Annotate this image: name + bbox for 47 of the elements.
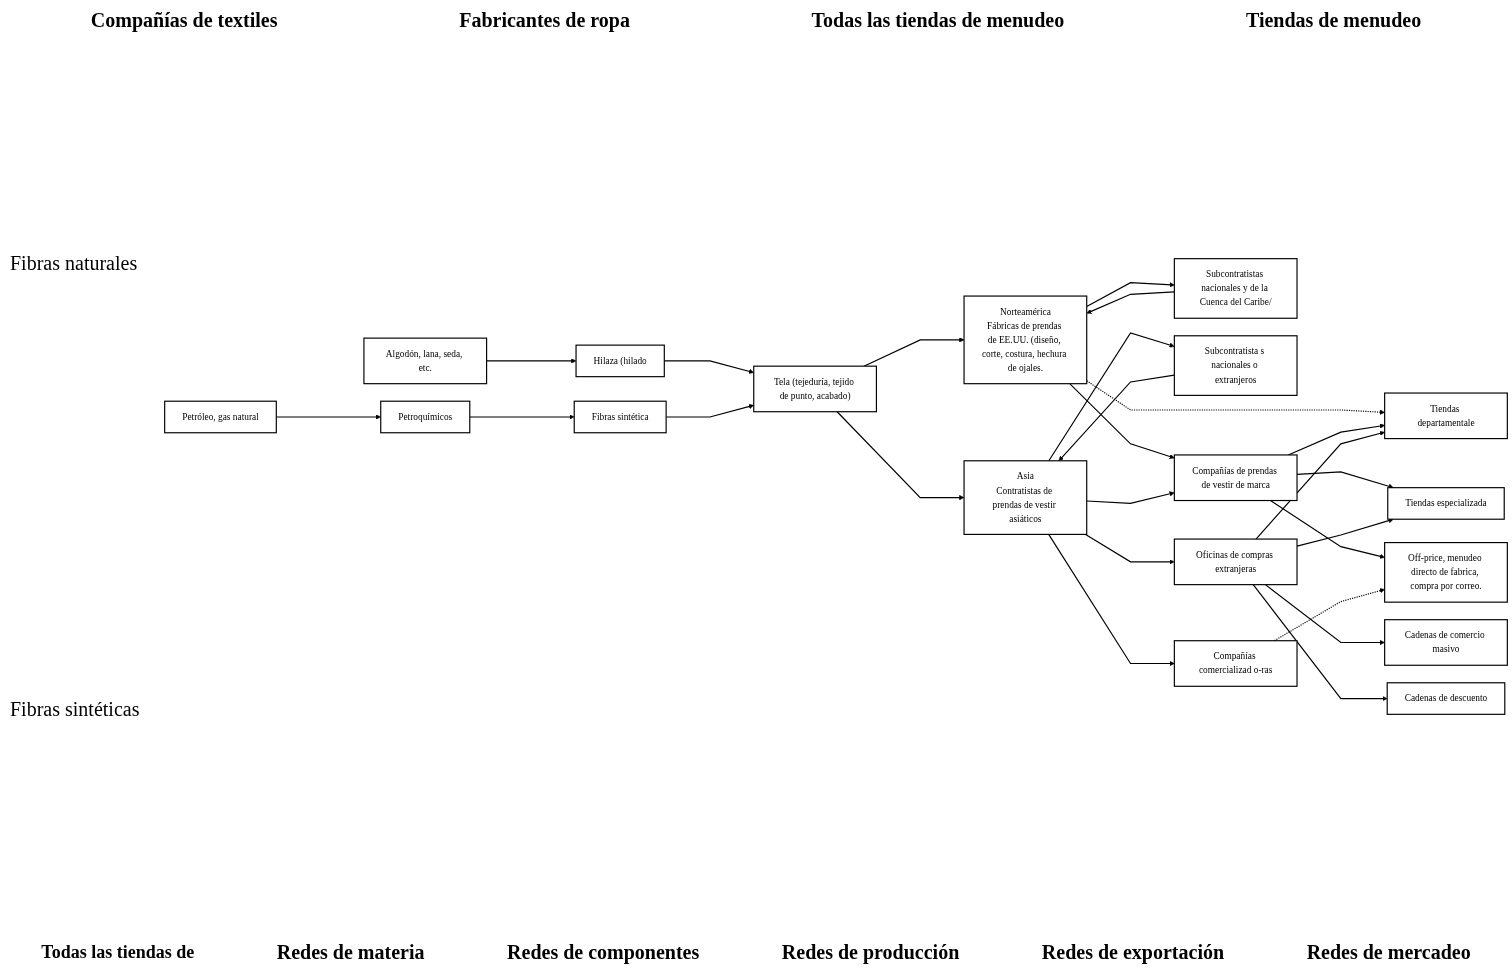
arrow: [1086, 379, 1385, 415]
arrow: [1086, 490, 1175, 504]
arrow: [1048, 331, 1175, 461]
arrow: [1264, 583, 1385, 645]
node-box: Asia Contratistas de prendas de vestir asiáticos: [963, 459, 1088, 535]
column-heading: Compañías de textiles: [90, 8, 278, 32]
column-footer: Redes de componentes: [507, 940, 700, 964]
arrow: [1255, 430, 1385, 540]
arrow: [1085, 533, 1175, 564]
node-box: Compañías de prendas de vestir de marca: [1173, 453, 1298, 501]
arrow: [1058, 374, 1175, 461]
column-footer: Redes de producción: [781, 940, 960, 964]
arrow: [1048, 533, 1175, 666]
node-box: Tiendas especializada: [1387, 486, 1505, 520]
node-box: Subcontratista s nacionales o extranjeros: [1173, 334, 1298, 396]
node-box: Hilaza (hilado: [575, 344, 665, 377]
node-box: Cadenas de comercio masivo: [1384, 618, 1508, 666]
arrow: [1269, 499, 1385, 559]
arrow: [1086, 290, 1175, 314]
node-box: Subcontratistas nacionales y de la Cuenca del Caribe/: [1173, 257, 1298, 319]
node-box: Off-price, menudeo directo de fabrica, compra por correo.: [1384, 541, 1508, 603]
arrow: [469, 413, 575, 420]
node-box: Petroquímicos: [380, 400, 471, 433]
node-box: Petróleo, gas natural: [164, 400, 277, 433]
column-footer: Redes de materia: [276, 940, 425, 964]
arrow: [1252, 583, 1388, 701]
node-box: Tela (tejeduría, tejido de punto, acabado): [753, 365, 877, 412]
column-heading: Todas las tiendas de menudeo: [811, 8, 1065, 32]
node-box: Cadenas de descuento: [1386, 681, 1506, 715]
node-box: Compañías comercializad o-ras: [1173, 639, 1298, 687]
node-box: Fibras sintética: [573, 400, 667, 433]
node-box: Tiendas departamentale: [1384, 391, 1508, 439]
arrow: [1069, 382, 1175, 459]
arrow: [836, 410, 965, 500]
column-footer: Redes de mercadeo: [1306, 940, 1471, 964]
arrow: [1086, 281, 1175, 307]
note-text: Todas las tiendas de: [41, 941, 195, 963]
node-box: Oficinas de compras extranjeras: [1173, 538, 1298, 585]
column-footer: Redes de exportación: [1041, 940, 1225, 964]
arrow: [486, 357, 577, 363]
arrow: [1273, 587, 1385, 641]
node-box: Algodón, lana, seda, etc.: [363, 337, 488, 384]
column-heading: Tiendas de menudeo: [1245, 8, 1422, 32]
column-heading: Fabricantes de ropa: [459, 8, 630, 32]
row-label: Fibras naturales: [10, 251, 139, 275]
node-box: Norteamérica Fábricas de prendas de EE.UU. (diseño, corte, costura, hechura de ojales.: [963, 294, 1088, 384]
row-label: Fibras sintéticas: [10, 697, 141, 721]
